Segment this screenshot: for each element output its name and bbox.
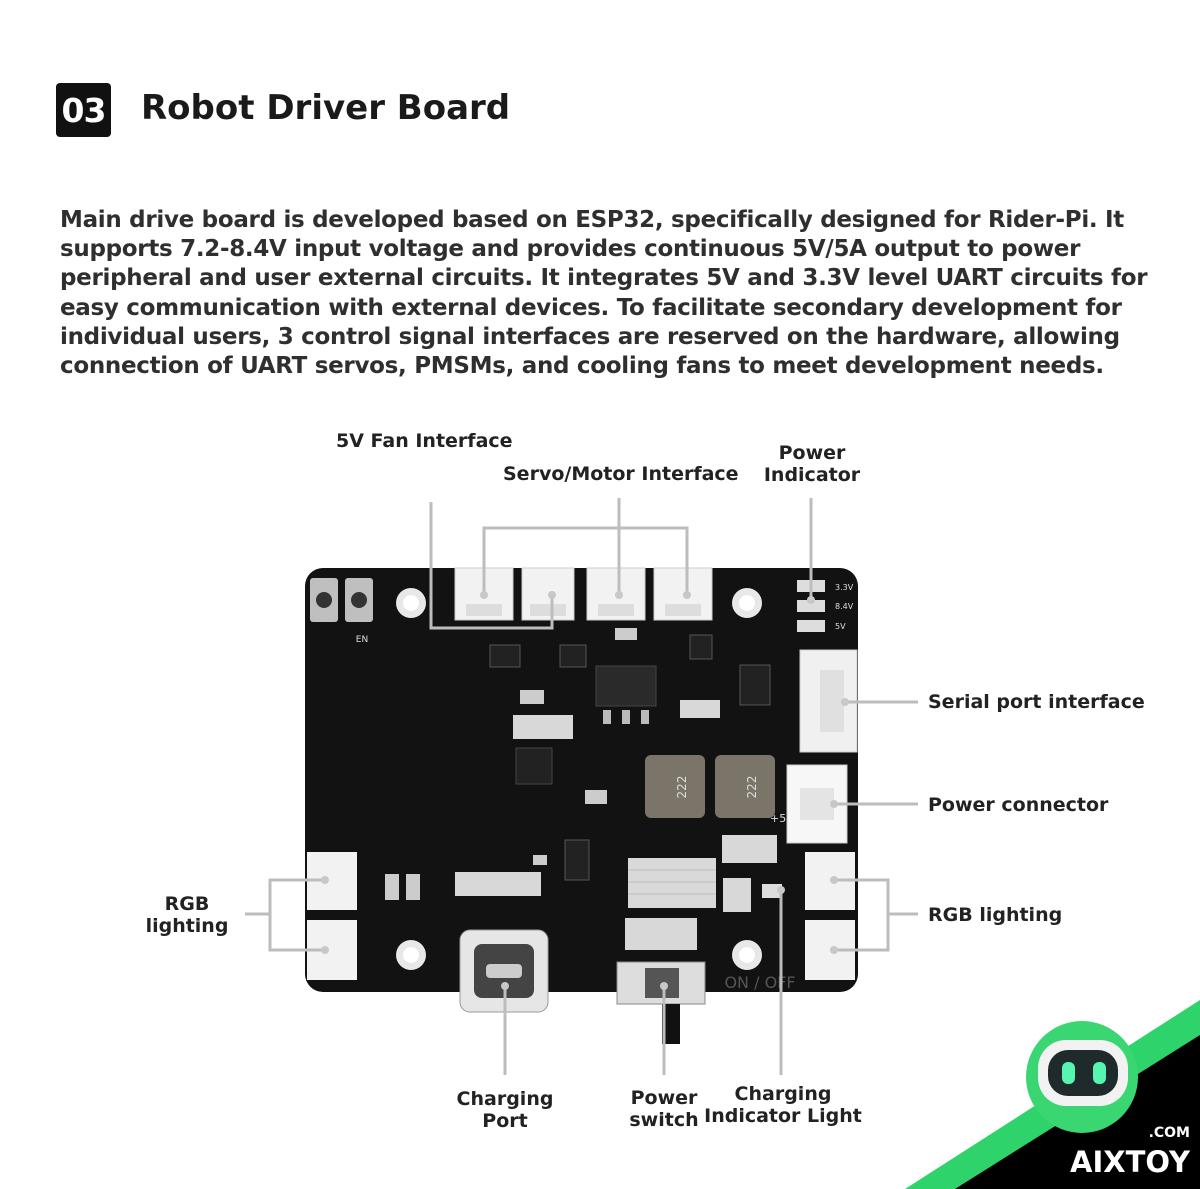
servo-callout-line <box>482 526 689 595</box>
fan-interface-label: 5V Fan Interface <box>336 430 513 452</box>
page-title: Robot Driver Board <box>141 88 511 128</box>
rgb-lighting-right-label: RGB lighting <box>928 904 1063 926</box>
voltage-label-5v: 5V <box>835 622 846 631</box>
callout-dots <box>321 591 849 990</box>
serial-port-label: Serial port interface <box>928 691 1145 713</box>
aixtoy-logo: .COM AIXTOY <box>905 1000 1200 1189</box>
section-number-badge: 03 <box>56 83 111 137</box>
servo-interface-label: Servo/Motor Interface <box>503 463 739 485</box>
fan-callout-line <box>429 502 554 630</box>
switch-on-off-label: ON / OFF <box>724 973 795 992</box>
callout-lines <box>245 498 918 1075</box>
board-description: Main drive board is developed based on E… <box>60 207 1148 380</box>
inductor-label-1: 222 <box>675 776 689 799</box>
brand-name: AIXTOY <box>1070 1145 1191 1179</box>
voltage-label-3v3: 3.3V <box>835 583 854 592</box>
driver-board: EN 3.3V 8.4V 5V +5 222 222 <box>305 567 858 1044</box>
en-button-label: EN <box>356 635 368 645</box>
voltage-label-8v4: 8.4V <box>835 602 854 611</box>
power-connector-label: Power connector <box>928 794 1109 816</box>
brand-suffix: .COM <box>1149 1125 1190 1141</box>
inductor-label-2: 222 <box>745 776 759 799</box>
plus-5-label: +5 <box>770 812 786 825</box>
